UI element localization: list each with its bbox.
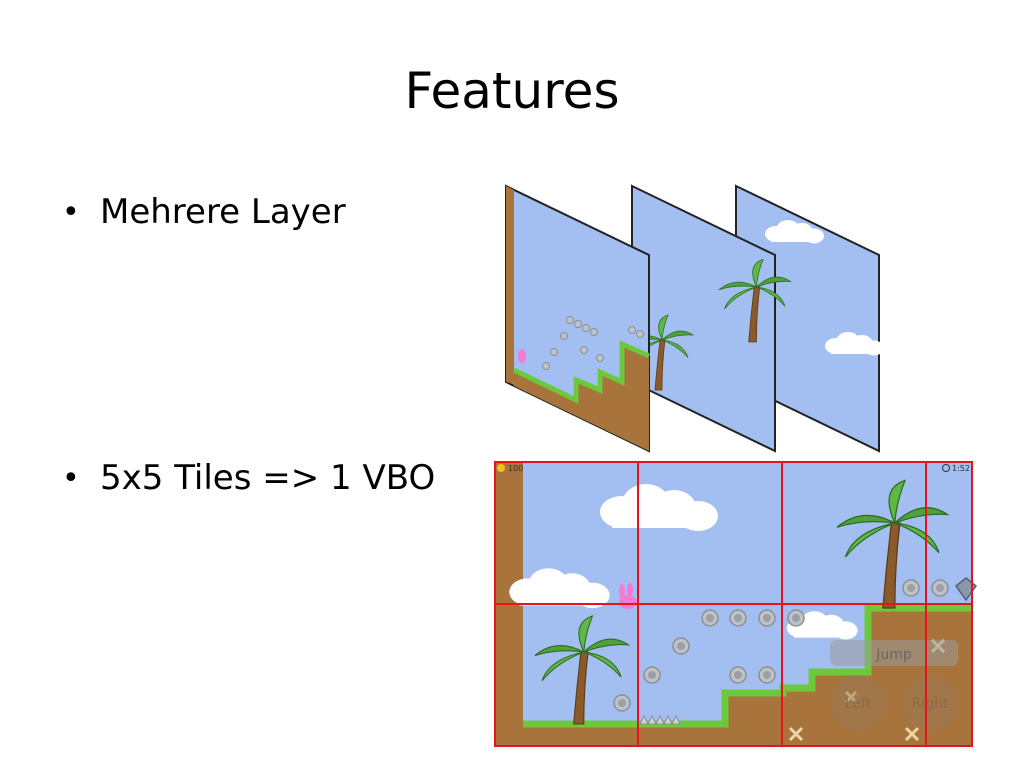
spikes <box>639 714 681 725</box>
game-screenshot: Jump Left Right 100 1:52 <box>494 461 978 747</box>
clock-icon <box>942 464 950 472</box>
bullet-dot-icon: • <box>62 194 80 230</box>
timer: 1:52 <box>952 464 970 473</box>
left-label: Left <box>845 696 872 712</box>
bunny-icon <box>619 583 637 609</box>
right-label: Right <box>912 696 949 712</box>
layer-foreground-terrain <box>505 184 651 453</box>
bullet-dot-icon: • <box>62 460 80 496</box>
bullet-item-layers: • Mehrere Layer <box>62 192 346 232</box>
bullet-item-tiles: • 5x5 Tiles => 1 VBO <box>62 458 435 498</box>
coin-icon <box>497 464 505 472</box>
bullet-text: 5x5 Tiles => 1 VBO <box>100 458 436 498</box>
coin-count: 100 <box>508 464 523 473</box>
bullet-text: Mehrere Layer <box>100 192 346 232</box>
slide-title: Features <box>404 62 620 120</box>
left-button[interactable] <box>830 675 886 731</box>
right-button[interactable] <box>902 675 958 731</box>
jump-label: Jump <box>875 647 912 663</box>
tile-grid <box>494 461 973 747</box>
bunny-icon <box>518 349 526 363</box>
